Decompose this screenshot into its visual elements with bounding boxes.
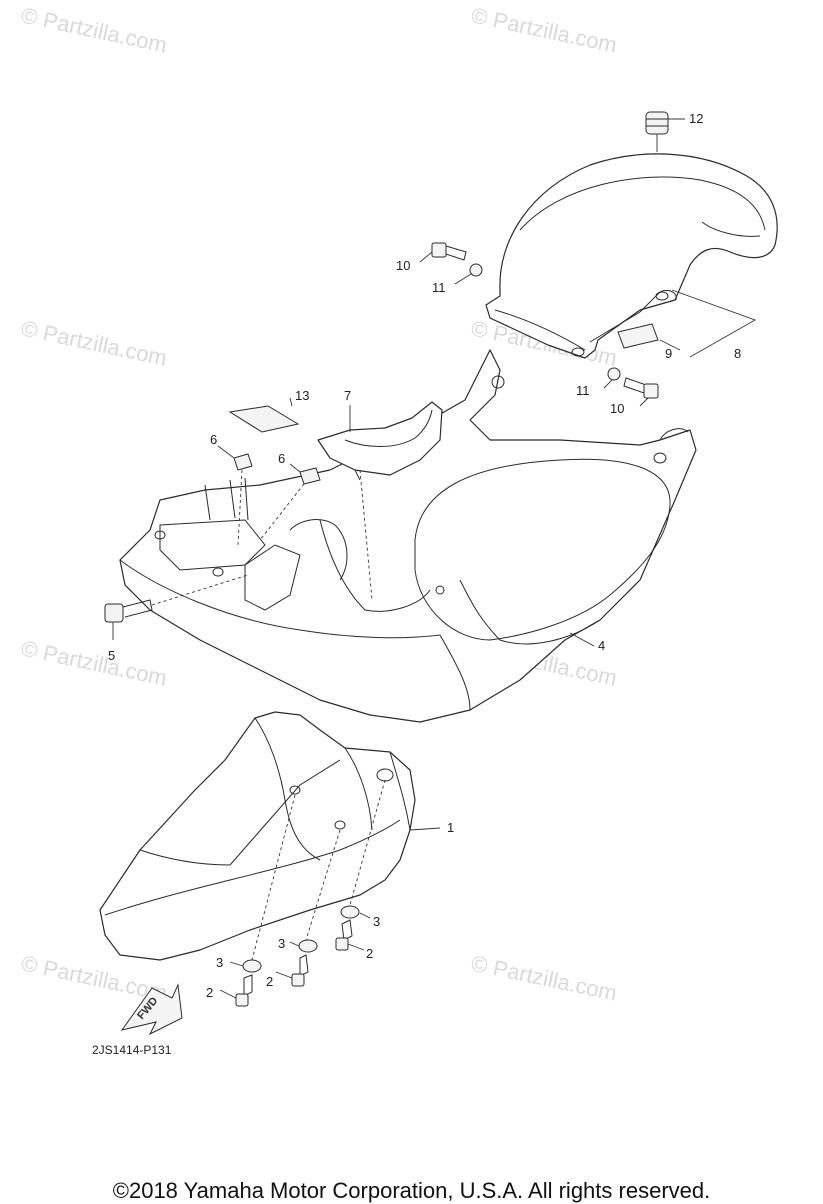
part-11-collar-upper	[454, 263, 483, 285]
parts-2-3-hardware	[219, 905, 371, 1007]
callout-2: 2	[266, 974, 273, 989]
part-13-pad	[228, 397, 300, 433]
callout-8: 8	[734, 346, 741, 361]
callout-6: 6	[210, 432, 217, 447]
part-5-bolt	[104, 574, 249, 640]
part-6-clip-right	[259, 463, 321, 541]
callout-3: 3	[373, 914, 380, 929]
watermark-text: © Partzilla.com	[469, 2, 619, 57]
callout-labels: 1 2 2 2 3 3 3 4 5 6 6 7 8 9 10 10 11 11 …	[108, 111, 741, 1000]
callout-13: 13	[295, 388, 309, 403]
part-1-rear-fender	[99, 711, 441, 961]
watermark-text: © Partzilla.com	[19, 635, 169, 690]
part-8-seat-cowl	[485, 153, 778, 359]
watermark-text: © Partzilla.com	[469, 950, 619, 1005]
callout-10: 10	[610, 401, 624, 416]
callout-3: 3	[278, 936, 285, 951]
part-10-bolt-upper	[419, 242, 467, 263]
callout-11: 11	[432, 280, 446, 295]
callout-10: 10	[396, 258, 410, 273]
callout-12: 12	[689, 111, 703, 126]
part-11-collar-lower	[603, 367, 621, 389]
watermark-text: © Partzilla.com	[19, 315, 169, 370]
callout-2: 2	[366, 946, 373, 961]
callout-9: 9	[665, 346, 672, 361]
diagram-code: 2JS1414-P131	[92, 1043, 172, 1057]
callout-1: 1	[447, 820, 454, 835]
part-12-damper	[645, 111, 685, 152]
callout-5: 5	[108, 648, 115, 663]
watermark-text: © Partzilla.com	[19, 2, 169, 57]
callout-11: 11	[576, 383, 590, 398]
part-4-side-cover	[119, 349, 697, 723]
callout-bracket-8	[671, 289, 757, 358]
callout-6: 6	[278, 451, 285, 466]
callout-4: 4	[598, 638, 605, 653]
part-7-grab-handle	[317, 401, 443, 601]
callout-3: 3	[216, 955, 223, 970]
callout-2: 2	[206, 985, 213, 1000]
part-6-clip-left	[217, 445, 253, 546]
part-9-pad	[617, 323, 681, 351]
copyright-notice: ©2018 Yamaha Motor Corporation, U.S.A. A…	[112, 1178, 711, 1203]
callout-7: 7	[344, 388, 351, 403]
part-10-bolt-lower	[623, 377, 659, 407]
